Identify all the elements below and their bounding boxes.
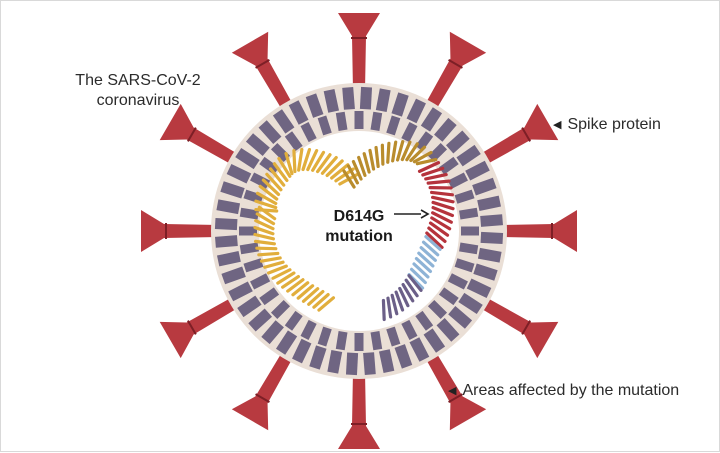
membrane-bar <box>355 333 364 351</box>
membrane-bar <box>346 353 358 376</box>
membrane-bar <box>363 352 376 375</box>
rna-coil-olive <box>382 145 383 164</box>
mutation-label: D614G mutation <box>313 207 405 247</box>
spike <box>141 210 219 252</box>
spike <box>338 371 380 449</box>
affected-areas-text: Areas affected by the mutation <box>462 382 679 399</box>
membrane-bar <box>481 232 504 244</box>
spike <box>338 13 380 91</box>
rna-coil-red <box>428 181 449 183</box>
affected-areas-label: ◀ Areas affected by the mutation <box>448 381 679 401</box>
rna-coil-gold <box>259 253 278 254</box>
membrane-bar <box>215 235 238 248</box>
rna-coil-gold <box>257 248 276 249</box>
spike-protein-text: Spike protein <box>567 116 660 133</box>
membrane-bar <box>360 87 372 110</box>
virus-name-label: The SARS-CoV-2 coronavirus <box>53 71 223 111</box>
spike <box>499 210 577 252</box>
membrane-bar <box>355 111 364 129</box>
spike-body <box>141 210 219 252</box>
pointer-triangle-icon: ◀ <box>553 115 561 135</box>
membrane-bar <box>461 227 479 236</box>
rna-coil-gold <box>294 151 295 172</box>
membrane-bar <box>342 87 355 110</box>
pointer-triangle-icon: ◀ <box>448 381 456 401</box>
spike-protein-label: ◀ Spike protein <box>553 115 661 135</box>
spike-body <box>499 210 577 252</box>
rna-coil-olive <box>388 143 389 162</box>
rna-coil-purple <box>383 301 384 320</box>
spike-body <box>338 13 380 91</box>
mutation-word: mutation <box>313 227 405 247</box>
membrane-bar <box>480 214 503 227</box>
membrane-bar <box>215 218 238 230</box>
spike-body <box>338 371 380 449</box>
rna-coil-olive <box>376 148 378 167</box>
mutation-code: D614G <box>313 207 405 227</box>
